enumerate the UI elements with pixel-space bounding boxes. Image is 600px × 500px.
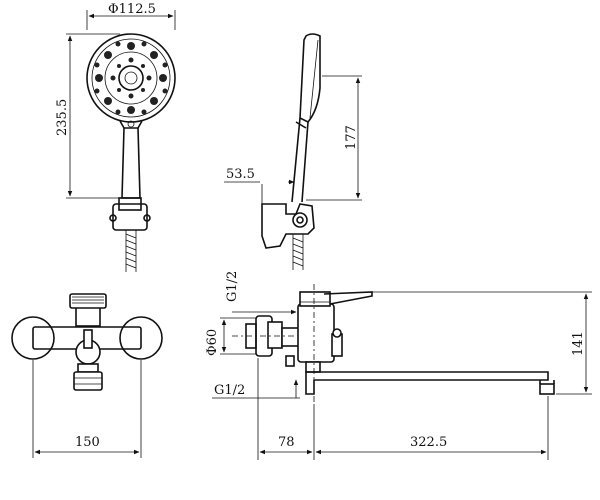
inlet-thread-top-label: G1/2: [225, 271, 240, 302]
body-height-label: 141: [571, 331, 586, 356]
mixer-front-view: 150: [11, 293, 163, 458]
shower-head-front-view: Φ112.5 235.5: [55, 2, 176, 272]
inlet-thread-bottom-label: G1/2: [214, 383, 245, 398]
body-depth-label: 78: [278, 435, 295, 450]
inlet-spacing-label: 150: [75, 435, 100, 450]
spout-length-label: 322.5: [410, 435, 447, 450]
shower-height-label: 235.5: [55, 99, 70, 136]
handle-height-label: 177: [344, 125, 359, 150]
head-diameter-label: Φ112.5: [108, 2, 156, 17]
shower-head-side-view: 177 53.5: [224, 33, 362, 270]
holder-depth-label: 53.5: [226, 167, 255, 182]
flange-diameter-label: Φ60: [205, 329, 220, 356]
mixer-side-view: G1/2 Φ60 G1/2 141 78 322.5: [205, 271, 592, 460]
